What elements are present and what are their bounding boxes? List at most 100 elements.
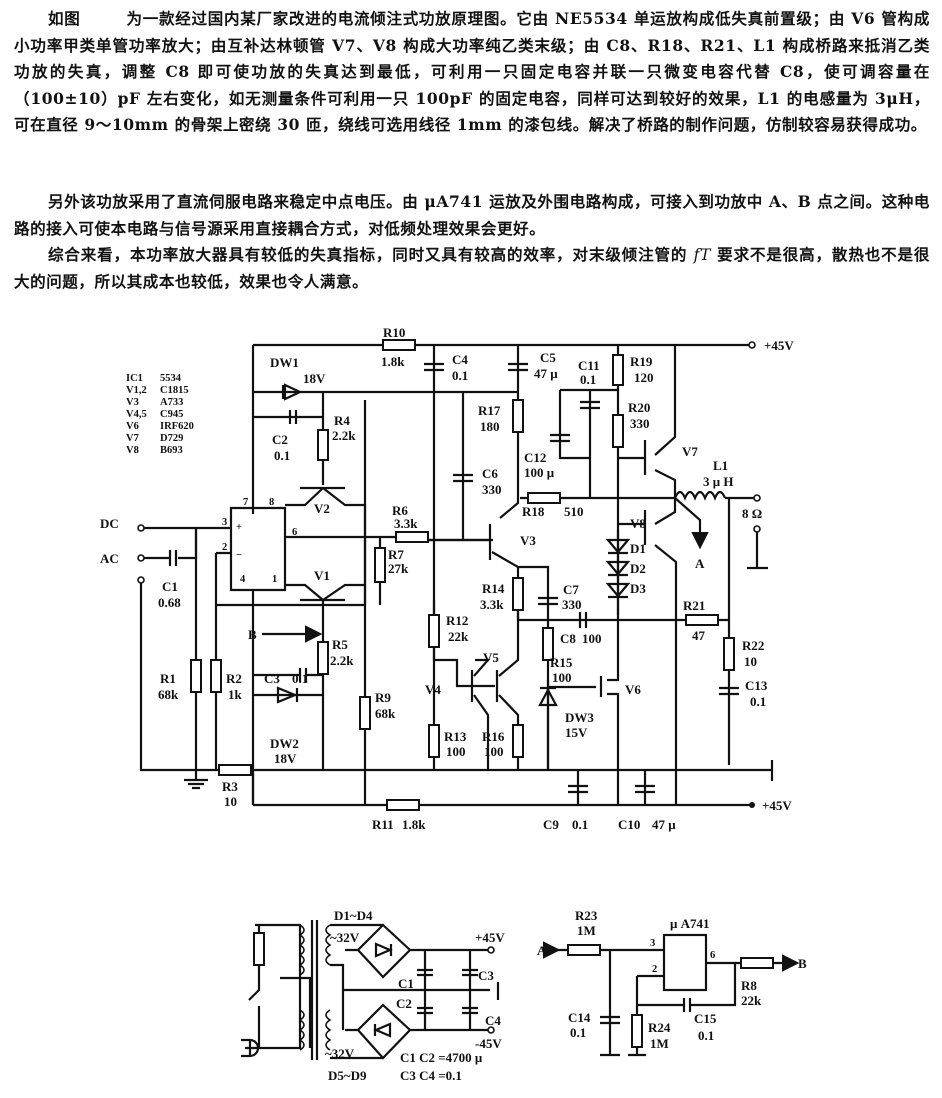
label-amp-components-r6-value: 3.3k	[394, 516, 418, 531]
label-amp-components-r21-name: R21	[683, 598, 705, 613]
transformer-secondary-top	[325, 924, 332, 966]
capacitor-c7	[538, 596, 558, 606]
capacitor-c4	[424, 362, 444, 372]
amp-capacitors	[168, 362, 739, 794]
resistor-r2	[210, 659, 222, 693]
summary-part-a: 综合来看，本功率放大器具有较低的失真指标，同时又具有较高的效率，对末级倾注管的	[48, 245, 694, 264]
capacitor-c3	[298, 668, 308, 682]
psu-neg-label: -45V	[475, 1036, 502, 1051]
label-amp-components-r22-value: 10	[744, 654, 757, 669]
bridge-bottom-label: D5~D9	[328, 1068, 367, 1083]
label-amp-components-v5-name: V5	[483, 650, 499, 665]
psu-note-2: C3 C4 =0.1	[400, 1068, 462, 1083]
input-ac-label: AC	[100, 551, 119, 566]
label-amp-components-v6-name: V6	[625, 682, 641, 697]
label-amp-components-c8-value: 100	[582, 631, 602, 646]
resistor-r22	[723, 637, 735, 671]
resistor-r13	[428, 724, 440, 758]
power-supply	[241, 920, 500, 1060]
label-amp-components-r9-name: R9	[375, 690, 391, 705]
terminal-ac	[137, 554, 145, 562]
label-amp-components-r19-value: 120	[634, 370, 654, 385]
servo-ic-label: μ A741	[670, 916, 710, 931]
mains-plug-icon	[241, 1038, 260, 1058]
label-amp-components-dw2-name: DW2	[270, 736, 299, 751]
servo-circuit	[556, 933, 795, 1057]
label-servo-c15-name: C15	[694, 1011, 717, 1026]
label-amp-components-c3-name: C3	[264, 671, 280, 686]
resistor-r8	[740, 957, 774, 969]
servo-pin3: 3	[650, 938, 655, 949]
psu-c3-c4	[462, 968, 478, 1015]
ic-pin1: 1	[272, 574, 277, 585]
terminal-ground-in	[137, 576, 145, 584]
label-amp-components-dw3-name: DW3	[565, 710, 594, 725]
input-dc-label: DC	[100, 516, 119, 531]
bridge-top-label: D1~D4	[334, 908, 373, 923]
resistor-r20	[612, 414, 624, 448]
label-amp-components-c12-name: C12	[524, 450, 546, 465]
label-amp-components-r2-value: 1k	[228, 687, 243, 702]
servo-pin6: 6	[710, 950, 715, 961]
resistor-r17	[512, 399, 524, 433]
part-model: C945	[160, 409, 183, 420]
label-amp-components-dw1-value: 18V	[303, 371, 326, 386]
part-model: A733	[160, 397, 183, 408]
paragraph-servo: 另外该功放采用了直流伺服电路来稳定中点电压。由 μA741 运放及外围电路构成，…	[14, 192, 930, 238]
terminal-top-rail	[748, 341, 756, 349]
rail-bottom-label: +45V	[762, 798, 792, 813]
summary-part-b: 要求不是很高，散热也不是很大的问题，所以其成本也较低，效果也令人满意。	[14, 245, 930, 291]
label-amp-components-l1-name: L1	[713, 458, 728, 473]
label-amp-components-r5-name: R5	[332, 637, 348, 652]
label-amp-components-r11-value: 1.8k	[402, 817, 426, 832]
label-amp-components-r10-name: R10	[383, 325, 405, 340]
paragraph-intro-body: 为一款经过国内某厂家改进的电流倾注式功放原理图。它由 NE5534 单运放构成低…	[14, 9, 931, 134]
label-amp-components-c4-value: 0.1	[452, 368, 468, 383]
zener-dw2	[276, 686, 299, 704]
resistor-r14	[512, 577, 524, 611]
servo-out-label: B	[798, 956, 807, 971]
capacitor-c8	[578, 612, 588, 628]
ft-symbol: fT	[693, 246, 711, 264]
figure-lead: 如图	[48, 9, 81, 28]
label-servo-c14-name: C14	[568, 1010, 591, 1025]
resistor-r9	[359, 696, 371, 730]
label-amp-components-r1-value: 68k	[158, 687, 179, 702]
part-ref: IC1	[126, 373, 143, 384]
label-amp-components-r12-name: R12	[446, 613, 468, 628]
label-servo-r8-name: R8	[741, 978, 757, 993]
label-amp-components-r13-name: R13	[444, 729, 467, 744]
label-servo-c15-value: 0.1	[698, 1028, 714, 1043]
label-amp-components-r2-name: R2	[226, 671, 242, 686]
resistor-r6	[395, 531, 429, 543]
part-ref: V3	[126, 397, 139, 408]
capacitor-c15	[682, 998, 692, 1012]
terminal-speaker	[753, 494, 761, 502]
label-amp-components-r9-value: 68k	[375, 706, 396, 721]
capacitor-c2	[288, 410, 298, 424]
label-amp-components-c5-name: C5	[540, 350, 556, 365]
label-amp-components-c2-value: 0.1	[274, 448, 290, 463]
part-model: D729	[160, 433, 183, 444]
label-amp-components-r13-value: 100	[446, 744, 466, 759]
fuse-icon	[253, 932, 265, 966]
tap-b-label: B	[248, 627, 257, 642]
label-amp-components-c12-value: 100 μ	[524, 465, 555, 480]
label-amp-components-v8-name: V8	[630, 516, 646, 531]
label-amp-components-r5-value: 2.2k	[330, 653, 354, 668]
terminal-psu-neg	[487, 1026, 495, 1034]
label-amp-components-r17-value: 180	[480, 419, 500, 434]
resistor-r10	[382, 339, 416, 351]
diode-d3	[605, 582, 631, 599]
label-amp-components-r16-name: R16	[482, 729, 505, 744]
amp-wiring	[137, 341, 774, 808]
part-model: C1815	[160, 385, 189, 396]
label-amp-components-r21-value: 47	[692, 628, 706, 643]
label-amp-components-c7-name: C7	[563, 582, 579, 597]
label-amp-components-r1-name: R1	[160, 671, 176, 686]
capacitor-c14	[600, 1015, 620, 1025]
transformer-core	[310, 920, 319, 1060]
label-amp-components-r7-name: R7	[388, 547, 404, 562]
